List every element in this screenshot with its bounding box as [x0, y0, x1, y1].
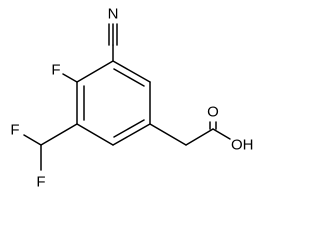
difluoro-fluorine-1-label: F — [10, 122, 19, 139]
difluoromethyl-group: F F — [10, 122, 78, 191]
carbonyl-oxygen-label: O — [207, 104, 219, 121]
bond-ring-to-fluorine — [62, 73, 78, 83]
nitrile-group: N — [108, 6, 119, 62]
bond-ring-to-ch2 — [149, 123, 187, 146]
bond-ch2-to-carboxyl-carbon — [185, 128, 214, 146]
ring-bond-c3-c4 — [112, 123, 151, 146]
difluoro-fluorine-2-label: F — [36, 174, 45, 191]
ring-bond-c6-c1 — [76, 60, 114, 83]
acetic-acid-group: O OH — [149, 104, 254, 154]
ring-bond-c4-c5 — [76, 123, 114, 146]
bond-ring-to-chf2 — [40, 123, 78, 146]
ring-double-bond-c1-c2 — [113, 68, 145, 87]
nitrile-nitrogen-label: N — [108, 6, 119, 23]
fluoro-group: F — [51, 62, 78, 83]
ring-bond-c1-c2 — [112, 60, 151, 83]
hydroxyl-label: OH — [231, 137, 254, 154]
fluorine-label: F — [51, 62, 60, 79]
bond-carboxyl-to-hydroxyl — [212, 128, 231, 140]
chemical-structure: N F F F O OH — [10, 6, 254, 191]
ring-double-bond-c3-c4 — [113, 119, 145, 138]
bond-chf2-to-f1 — [23, 134, 42, 146]
benzene-ring — [76, 60, 151, 146]
